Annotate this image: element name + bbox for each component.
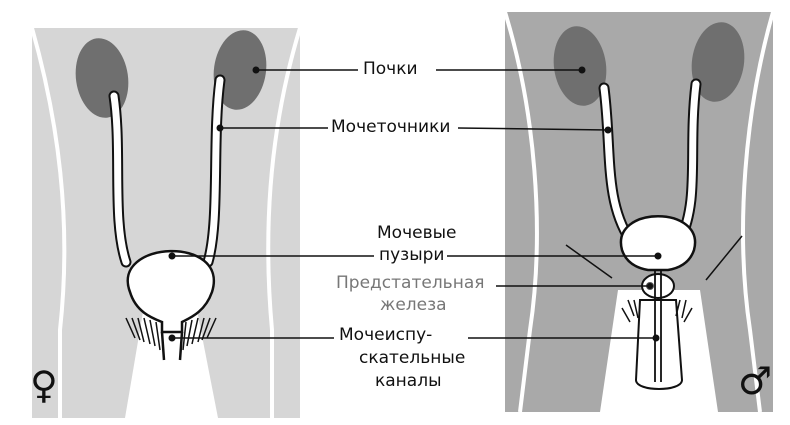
male-kidney-right bbox=[691, 22, 745, 102]
female-symbol-icon: ♀ bbox=[30, 363, 58, 407]
male-ureter-left-inner bbox=[600, 84, 634, 244]
male-hip-left bbox=[503, 11, 539, 413]
label-urethra-line1: Мочеиспу- bbox=[336, 324, 436, 346]
female-hair-right bbox=[182, 317, 217, 351]
male-thigh-line-left bbox=[565, 244, 613, 279]
label-ureters: Мочеточники bbox=[328, 116, 454, 138]
female-hip-left bbox=[30, 27, 67, 418]
female-hip-right bbox=[266, 27, 302, 418]
female-hair-left bbox=[125, 317, 161, 351]
male-urethra bbox=[654, 270, 662, 382]
male-symbol-icon: ♂ bbox=[738, 359, 773, 403]
male-hair bbox=[621, 299, 693, 323]
female-kidney-right bbox=[213, 30, 267, 110]
female-ureter-left-inner bbox=[110, 92, 130, 266]
leader-lines bbox=[172, 69, 658, 339]
female-urethra bbox=[160, 331, 184, 361]
label-kidneys: Почки bbox=[360, 58, 421, 80]
label-urethra-line3: каналы bbox=[372, 370, 445, 392]
female-bladder bbox=[126, 249, 216, 334]
label-urethra-line2: скательные bbox=[356, 347, 469, 369]
label-bladder-line2: пузыри bbox=[376, 244, 448, 266]
male-thigh-line-right bbox=[705, 235, 743, 281]
label-prostate-line1: Предстательная bbox=[333, 272, 488, 294]
male-kidney-left bbox=[553, 26, 607, 106]
male-bladder bbox=[619, 215, 697, 272]
leader-ureters-right bbox=[457, 127, 609, 131]
male-hip-right bbox=[741, 11, 775, 413]
male-penis bbox=[634, 299, 684, 390]
label-prostate-line2: железа bbox=[377, 294, 450, 316]
female-ureter-right-inner bbox=[204, 76, 224, 266]
leader-dots bbox=[168, 66, 662, 342]
label-bladder-line1: Мочевые bbox=[374, 222, 460, 244]
